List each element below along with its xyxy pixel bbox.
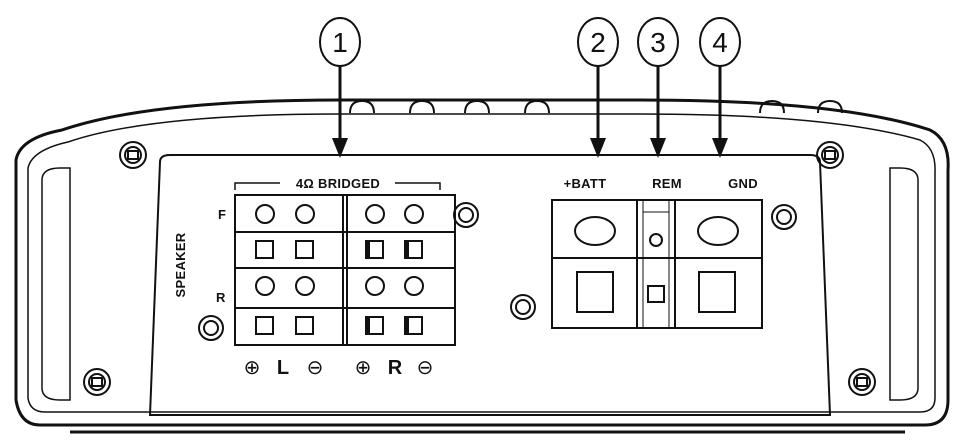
callout-arrows: [332, 60, 728, 158]
terminal-fill-marks: [366, 241, 409, 334]
screw-icon: [119, 141, 147, 169]
screw-icon: [510, 294, 536, 320]
gnd-label: GND: [728, 176, 758, 191]
front-row-label: F: [218, 207, 226, 222]
screw-icon: [771, 204, 797, 230]
screw-icon: [848, 368, 876, 396]
rear-row-label: R: [216, 290, 226, 305]
screws: [83, 141, 876, 396]
speaker-terminal-block: [234, 194, 456, 346]
power-terminal-block: [551, 199, 763, 329]
right-plus-symbol: ⊕: [355, 357, 372, 379]
right-minus-symbol: ⊖: [417, 357, 434, 379]
left-plus-symbol: ⊕: [244, 357, 261, 379]
speaker-label: SPEAKER: [173, 232, 188, 297]
screw-icon: [83, 368, 111, 396]
screw-icon: [453, 202, 479, 228]
bridged-label: 4Ω BRIDGED: [296, 176, 380, 191]
rem-label: REM: [652, 176, 682, 191]
callout-3: 3: [650, 27, 666, 58]
chassis-inner-outline: [27, 113, 936, 413]
callout-1: 1: [332, 27, 348, 58]
right-side-cutout: [889, 167, 919, 401]
screw-icon: [816, 141, 844, 169]
heatsink-fins: [349, 99, 843, 114]
left-minus-symbol: ⊖: [307, 357, 324, 379]
right-channel-label: R: [388, 357, 403, 379]
chassis-outline: [14, 98, 950, 427]
bridged-bracket: [234, 182, 441, 190]
callout-circles: [319, 17, 741, 67]
callout-2: 2: [590, 27, 606, 58]
left-side-cutout: [41, 167, 71, 401]
screw-icon: [198, 315, 224, 341]
callout-4: 4: [712, 27, 728, 58]
left-channel-label: L: [277, 357, 289, 379]
batt-label: +BATT: [564, 176, 607, 191]
